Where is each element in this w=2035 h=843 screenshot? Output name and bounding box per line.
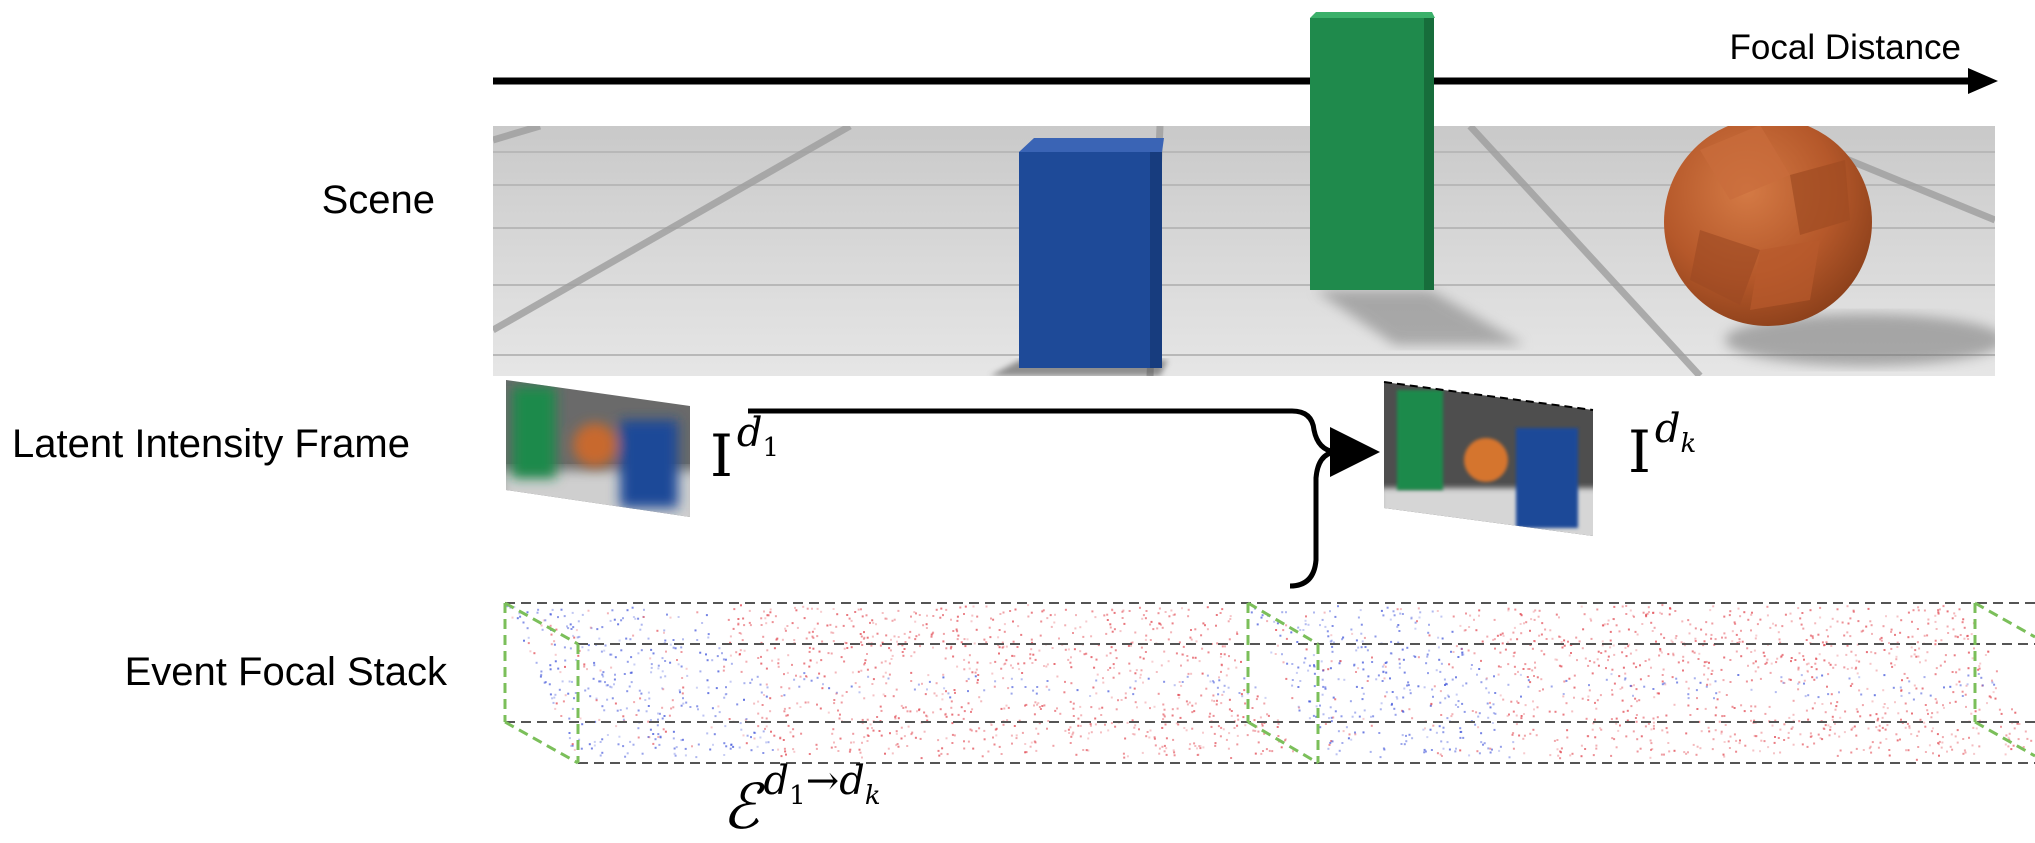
focal-distance-axis-label: Focal Distance bbox=[1729, 28, 1961, 67]
merge-arrows bbox=[748, 408, 1380, 589]
green-box bbox=[1310, 12, 1435, 290]
focal-distance-axis bbox=[493, 68, 1998, 94]
row-label-scene: Scene bbox=[321, 178, 435, 222]
latent-frame-d1 bbox=[506, 380, 690, 517]
event-focal-stack bbox=[503, 601, 2035, 765]
row-label-latent-intensity-frame: Latent Intensity Frame bbox=[12, 422, 410, 466]
orange-sphere bbox=[1664, 126, 1872, 326]
scene-image bbox=[493, 12, 1995, 376]
row-label-event-focal-stack: Event Focal Stack bbox=[124, 650, 447, 694]
latent-frame-dk bbox=[1383, 381, 1594, 536]
